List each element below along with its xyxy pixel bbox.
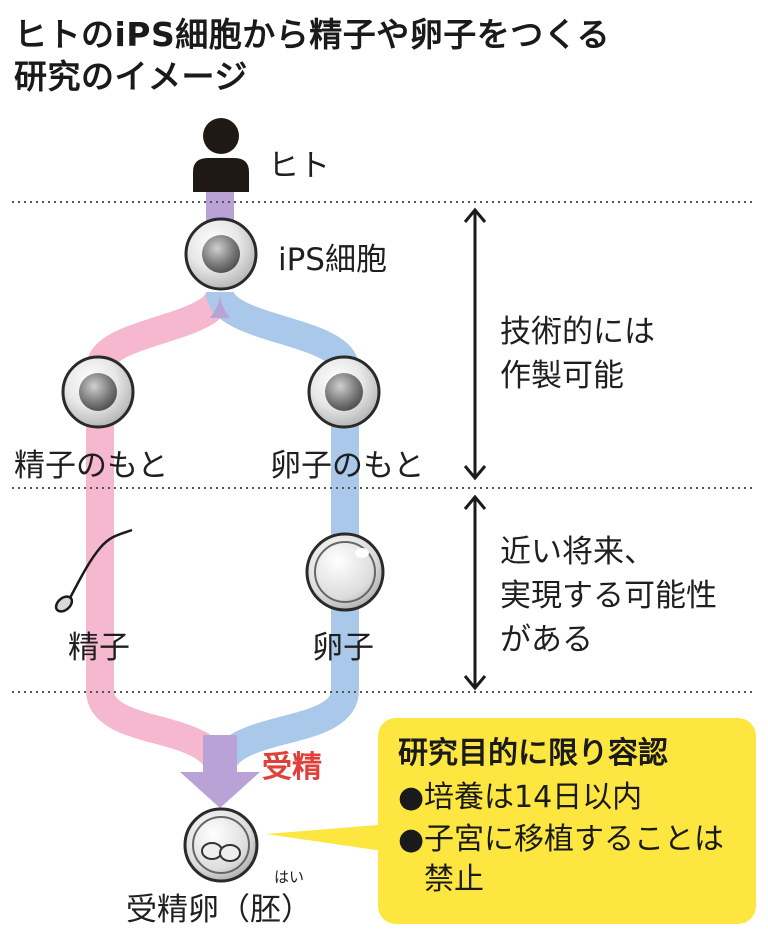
egg-origin-cell-icon	[307, 355, 381, 429]
label-fertilization: 受精	[262, 750, 322, 785]
stage1-line-2: 作製可能	[500, 358, 624, 394]
purple-merge-blend	[210, 292, 230, 318]
callout-item: ● 培養は14日以内	[398, 778, 752, 818]
callout-text: 研究目的に限り容認 ● 培養は14日以内 ● 子宮に移植することは禁止	[392, 728, 752, 902]
egg-icon	[305, 532, 385, 612]
label-egg: 卵子	[312, 630, 374, 666]
callout-item: ● 子宮に移植することは禁止	[398, 820, 752, 900]
person-icon	[193, 118, 249, 192]
label-egg-origin: 卵子のもと	[270, 448, 425, 484]
sperm-origin-cell-icon	[61, 355, 135, 429]
label-sperm-origin: 精子のもと	[14, 448, 169, 484]
callout-box	[266, 718, 756, 924]
stage2-line-3: がある	[500, 622, 593, 658]
pink-path	[86, 288, 234, 777]
embryo-icon	[183, 807, 259, 883]
stage1-arrow-icon	[463, 207, 487, 481]
callout-title: 研究目的に限り容認	[398, 736, 668, 771]
stage2-line-1: 近い将来、	[500, 534, 655, 570]
bullet-icon: ●	[398, 822, 425, 857]
label-embryo: 受精卵（胚）	[126, 892, 312, 928]
stage2-text: 近い将来、 実現する可能性 がある	[500, 530, 717, 662]
sperm-icon	[54, 528, 133, 613]
bullet-icon: ●	[398, 780, 425, 815]
stage2-arrow-icon	[463, 494, 487, 691]
title-line-1: ヒトのiPS細胞から精子や卵子をつくる	[14, 15, 611, 54]
label-embryo-ruby: はい	[274, 868, 305, 886]
stage2-line-2: 実現する可能性	[500, 578, 717, 614]
label-ips: iPS細胞	[278, 242, 387, 278]
down-arrow-icon	[180, 772, 260, 808]
purple-merge	[203, 735, 237, 775]
blue-path	[206, 289, 359, 777]
callout-item-text: 培養は14日以内	[424, 780, 643, 815]
ips-cell-icon	[184, 217, 258, 291]
stage1-text: 技術的には 作製可能	[500, 310, 655, 398]
callout-item-text: 子宮に移植することは禁止	[424, 822, 724, 897]
label-sperm: 精子	[68, 630, 130, 666]
label-human: ヒト	[268, 148, 330, 184]
stage1-line-1: 技術的には	[500, 314, 655, 350]
title-line-2: 研究のイメージ	[14, 57, 248, 96]
